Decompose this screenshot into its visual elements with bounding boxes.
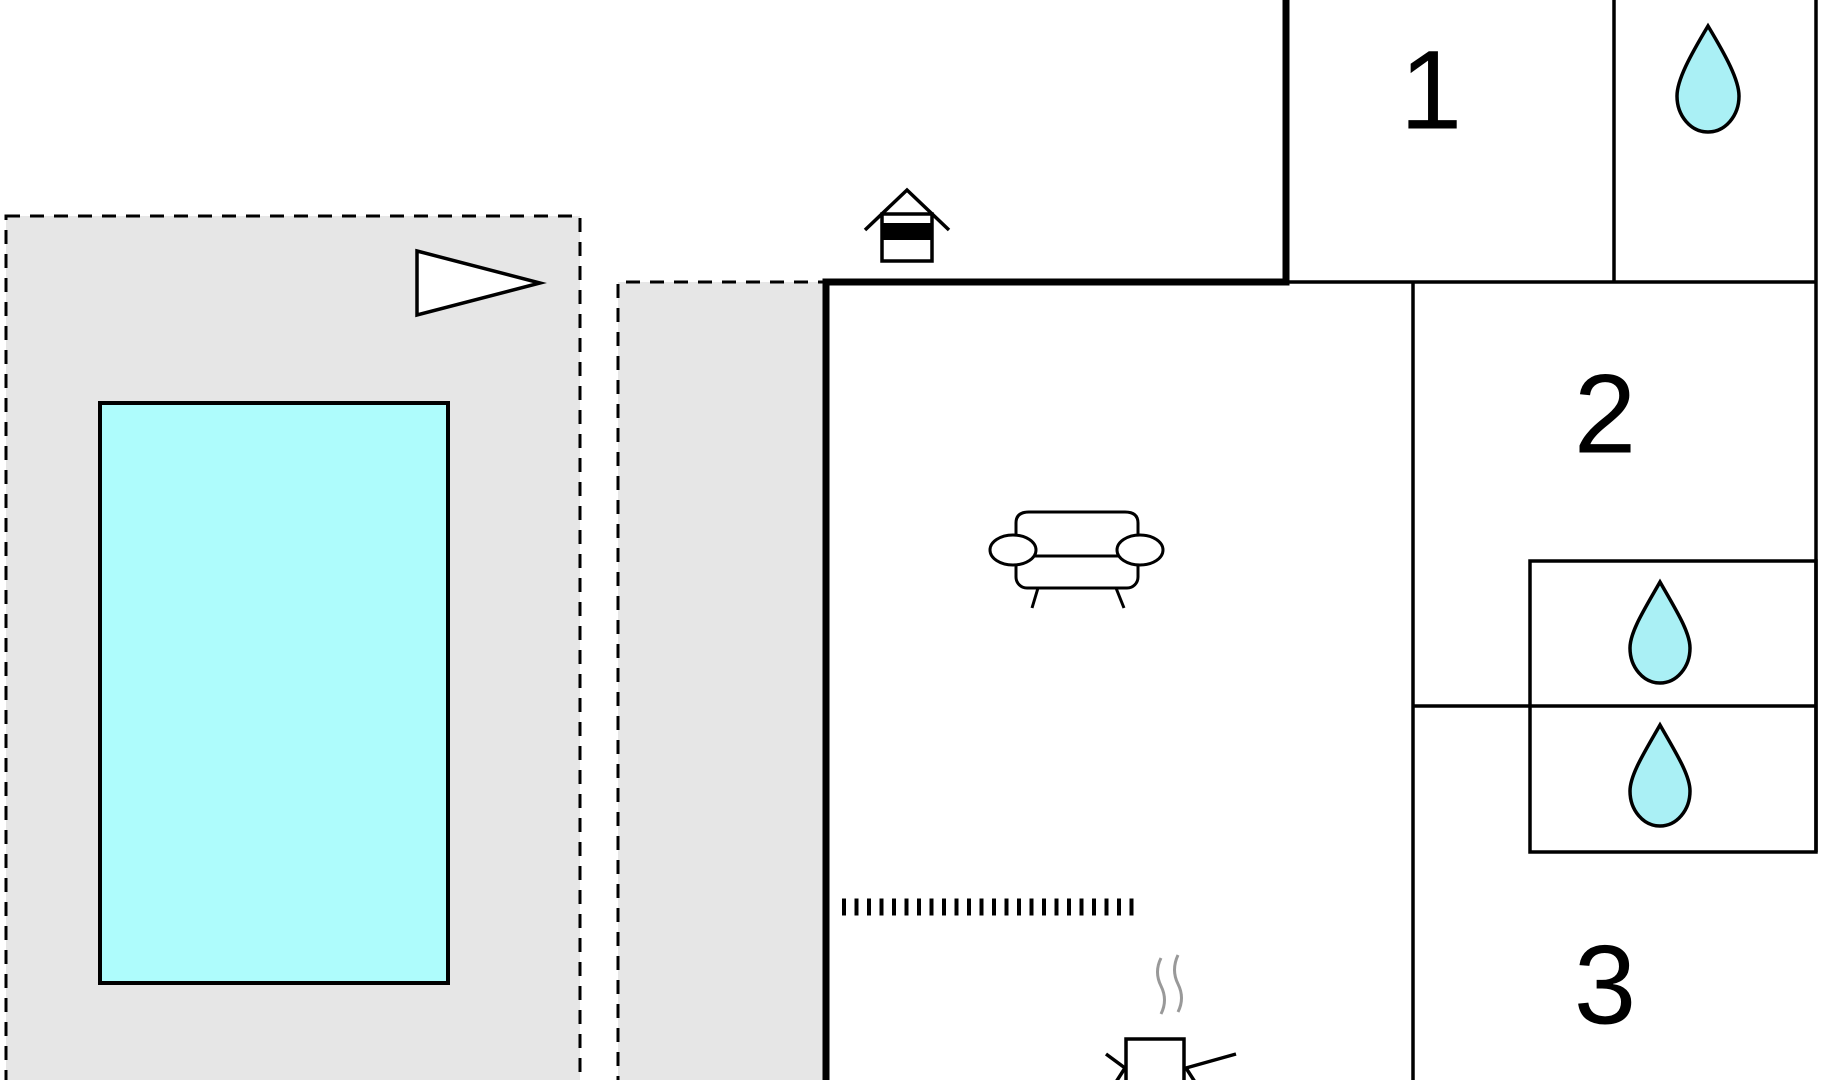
- room-number-1: 1: [1400, 28, 1462, 153]
- entrance-icon: [863, 187, 951, 263]
- house-interior: [826, 282, 1826, 1080]
- kitchen-stove-icon: [1104, 954, 1237, 1080]
- room-number-3: 3: [1574, 923, 1636, 1048]
- water-drop-icon: [1628, 721, 1692, 828]
- room-number-2: 2: [1574, 352, 1636, 477]
- flag-icon: [415, 248, 547, 318]
- bathroom-block: [1528, 559, 1818, 854]
- water-drop-icon: [1675, 22, 1741, 134]
- side-terrace: [618, 282, 826, 1080]
- side-terrace-outline: [616, 280, 826, 1080]
- water-drop-icon: [1628, 578, 1692, 685]
- exterior-wall: [822, 0, 1290, 1080]
- sofa-icon: [988, 510, 1165, 609]
- pool-icon: [98, 401, 450, 985]
